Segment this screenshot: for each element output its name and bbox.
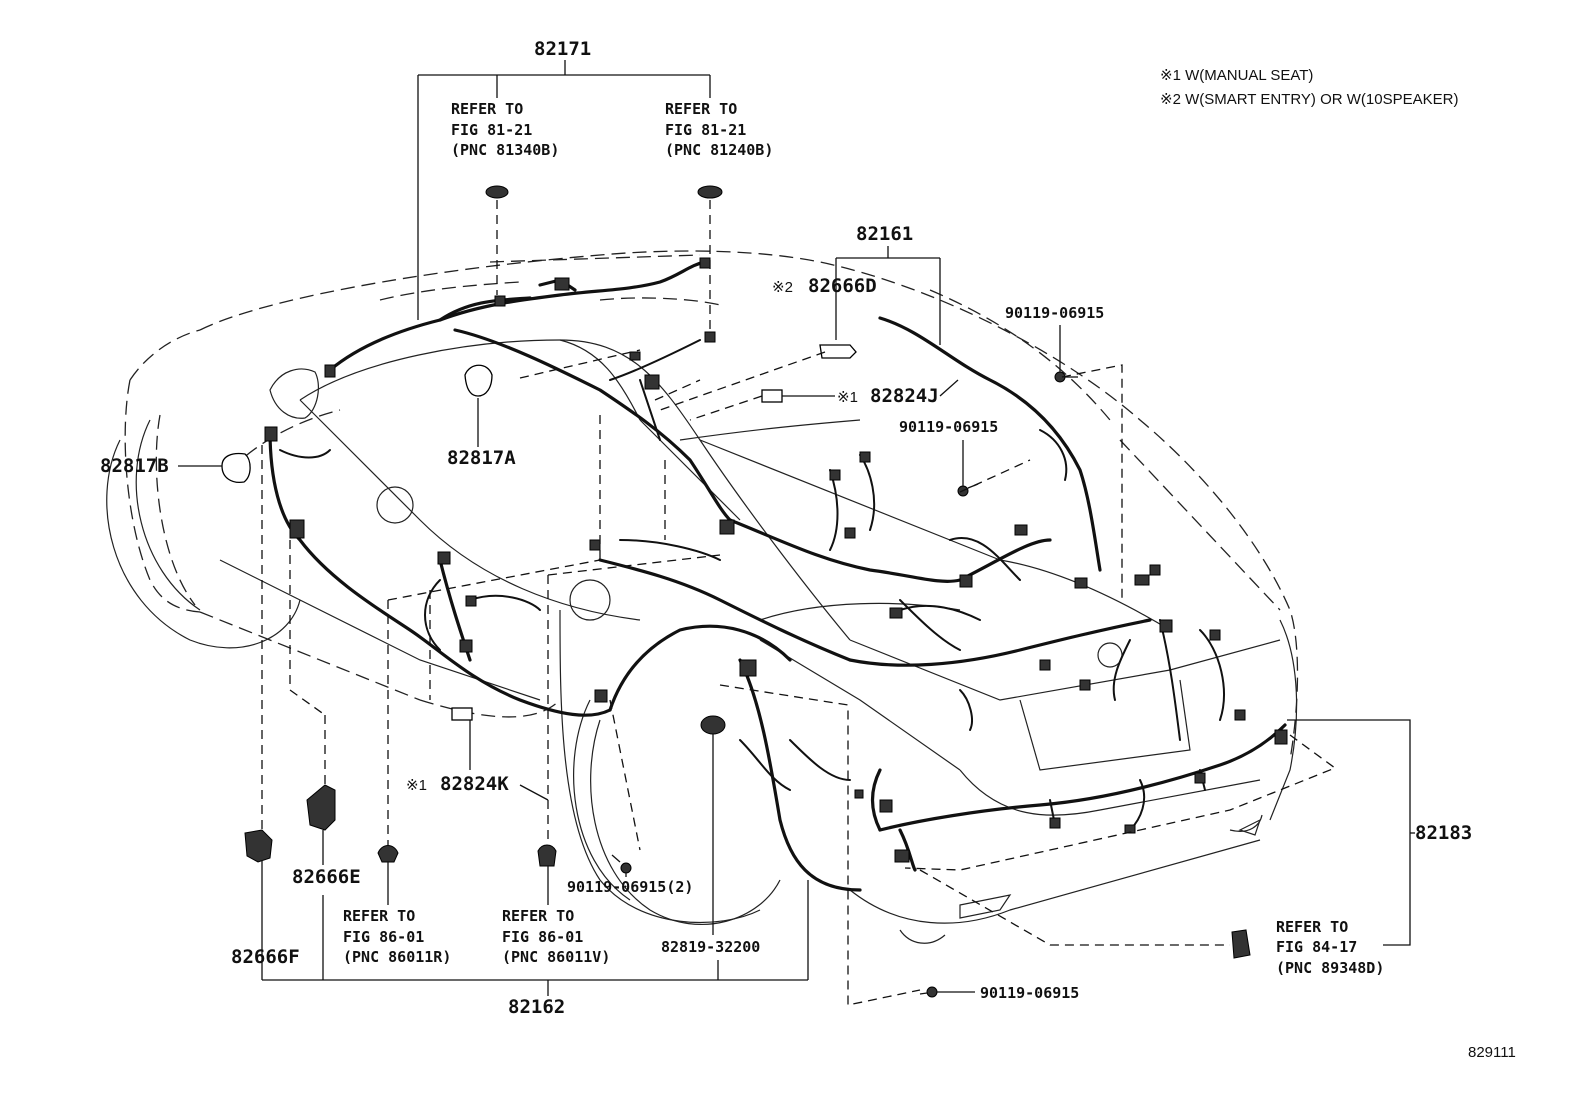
label-82171: 82171 — [534, 38, 591, 60]
refer-1-line1: REFER TO — [451, 100, 523, 118]
wire-harnesses — [268, 260, 1287, 892]
labels: 82171 REFER TO FIG 81-21 (PNC 81340B) RE… — [100, 38, 1516, 1061]
refer-3-line3: (PNC 86011R) — [343, 948, 451, 966]
bolt-90119-c — [611, 854, 632, 874]
label-82666D: 82666D — [808, 275, 877, 297]
marker-2: ※2 — [772, 279, 793, 296]
refer-3-line1: REFER TO — [343, 907, 415, 925]
refer-2-line2: FIG 81-21 — [665, 121, 746, 139]
refer-5-line3: (PNC 89348D) — [1276, 959, 1384, 977]
label-82162: 82162 — [508, 996, 565, 1018]
refer-5-line2: FIG 84-17 — [1276, 938, 1357, 956]
refer-4-line2: FIG 86-01 — [502, 928, 583, 946]
label-82819: 82819-32200 — [661, 938, 760, 956]
marker-1a: ※1 — [837, 389, 858, 406]
refer-2-line3: (PNC 81240B) — [665, 141, 773, 159]
refer-4-line3: (PNC 86011V) — [502, 948, 610, 966]
label-bolt-c: 90119-06915(2) — [567, 878, 693, 896]
label-82817B: 82817B — [100, 455, 169, 477]
refer-5-line1: REFER TO — [1276, 918, 1348, 936]
label-bolt-b: 90119-06915 — [899, 418, 998, 436]
note-2: ※2 W(SMART ENTRY) OR W(10SPEAKER) — [1160, 91, 1458, 108]
label-bolt-d: 90119-06915 — [980, 984, 1079, 1002]
label-82817A: 82817A — [447, 447, 516, 469]
car-body-solid — [106, 339, 1298, 944]
marker-1b: ※1 — [406, 777, 427, 794]
dashed-guides — [261, 200, 1337, 1006]
refer-4-line1: REFER TO — [502, 907, 574, 925]
bolt-90119-d — [919, 986, 938, 998]
leader-lines — [178, 60, 1415, 996]
label-82824K: 82824K — [440, 773, 509, 795]
label-82183: 82183 — [1415, 822, 1472, 844]
refer-3-line2: FIG 86-01 — [343, 928, 424, 946]
note-1: ※1 W(MANUAL SEAT) — [1160, 67, 1313, 84]
label-82666E: 82666E — [292, 866, 361, 888]
refer-2-line1: REFER TO — [665, 100, 737, 118]
refer-1-line3: (PNC 81340B) — [451, 141, 559, 159]
car-body-outline — [124, 250, 1299, 761]
connectors — [221, 185, 1288, 998]
figure-id: 829111 — [1468, 1044, 1516, 1061]
label-82161: 82161 — [856, 223, 913, 245]
label-82666F: 82666F — [231, 946, 300, 968]
bolt-90119-a — [1054, 371, 1078, 383]
refer-1-line2: FIG 81-21 — [451, 121, 532, 139]
label-bolt-a: 90119-06915 — [1005, 304, 1104, 322]
label-82824J: 82824J — [870, 385, 939, 407]
